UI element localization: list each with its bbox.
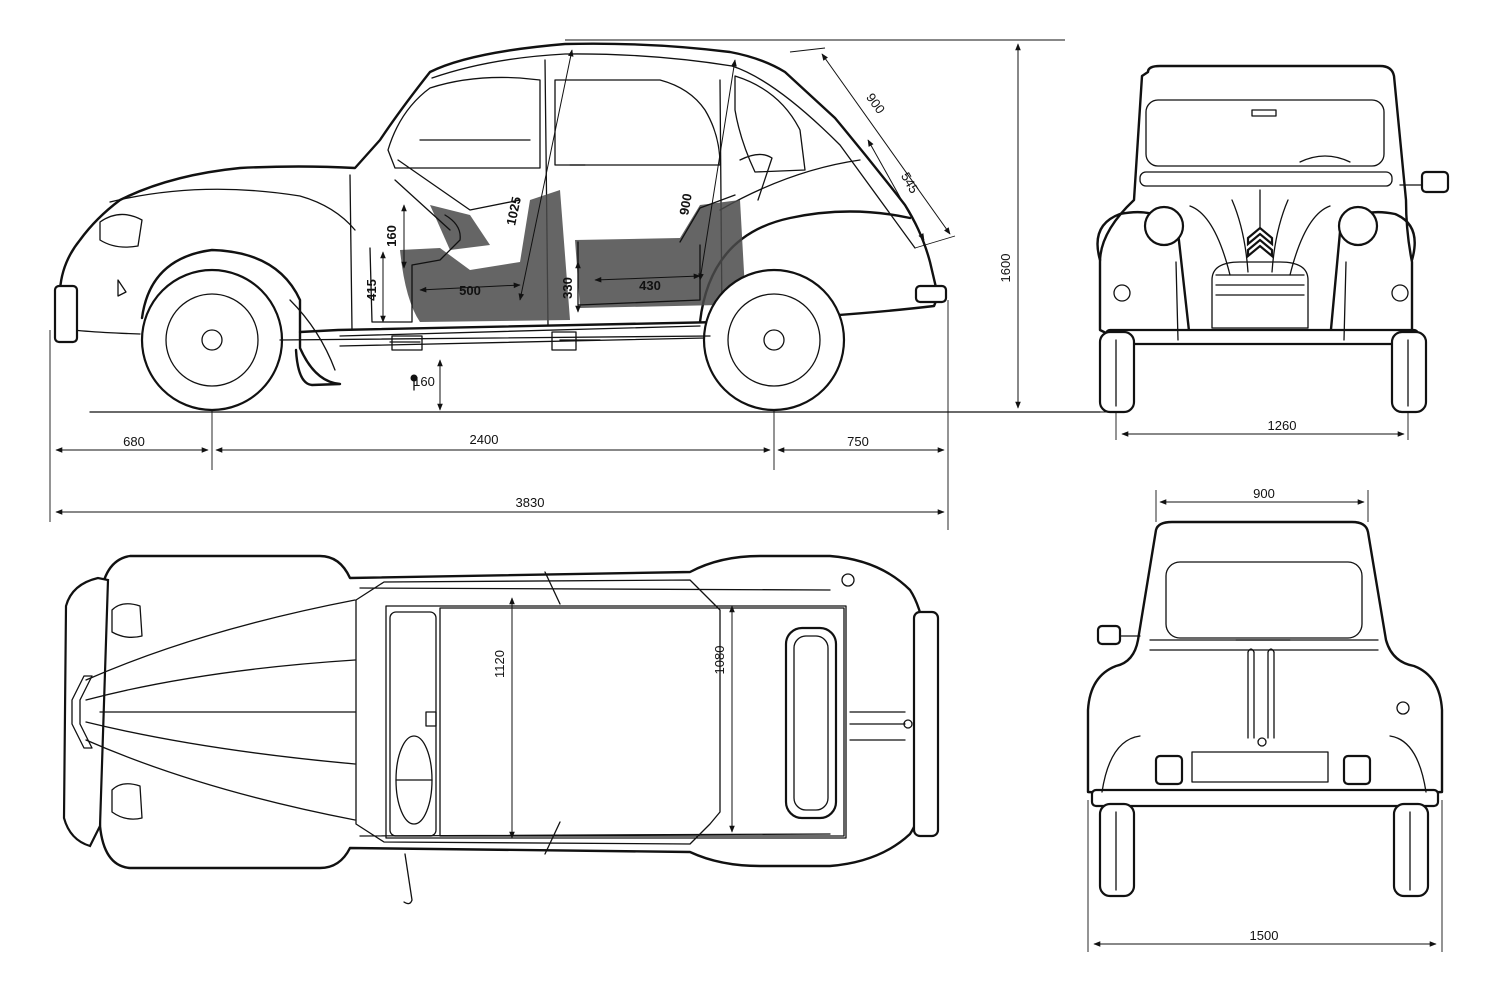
seat-back-label: 160 [384, 225, 399, 247]
overall-width-label: 1500 [1250, 928, 1279, 943]
top-view: 1120 1080 [62, 554, 940, 905]
front-legroom-label: 500 [459, 283, 481, 298]
seat-height-label: 415 [364, 279, 379, 301]
front-overhang-label: 680 [123, 434, 145, 449]
front-headroom-label: 1025 [503, 195, 524, 226]
side-view: 1600 900 545 1025 900 160 415 500 330 43… [49, 39, 1120, 530]
rear-headroom-label: 900 [676, 192, 695, 216]
interior-width-front-label: 1120 [492, 650, 507, 678]
front-view: 1260 [1096, 64, 1450, 440]
interior-width-rear-label: 1080 [712, 646, 727, 675]
ground-clearance-label: 160 [413, 374, 435, 389]
wheelbase-label: 2400 [470, 432, 499, 447]
roof-opening-label: 900 [863, 90, 888, 116]
overall-height-label: 1600 [998, 254, 1013, 283]
rear-view: 900 1500 [1086, 486, 1444, 952]
rear-overhang-label: 750 [847, 434, 869, 449]
rear-window-label: 545 [898, 170, 922, 196]
rear-seat-height-label: 330 [560, 277, 575, 299]
rear-legroom-label: 430 [639, 278, 661, 293]
front-track-label: 1260 [1268, 418, 1297, 433]
overall-length-label: 3830 [516, 495, 545, 510]
rear-roof-width-label: 900 [1253, 486, 1275, 501]
